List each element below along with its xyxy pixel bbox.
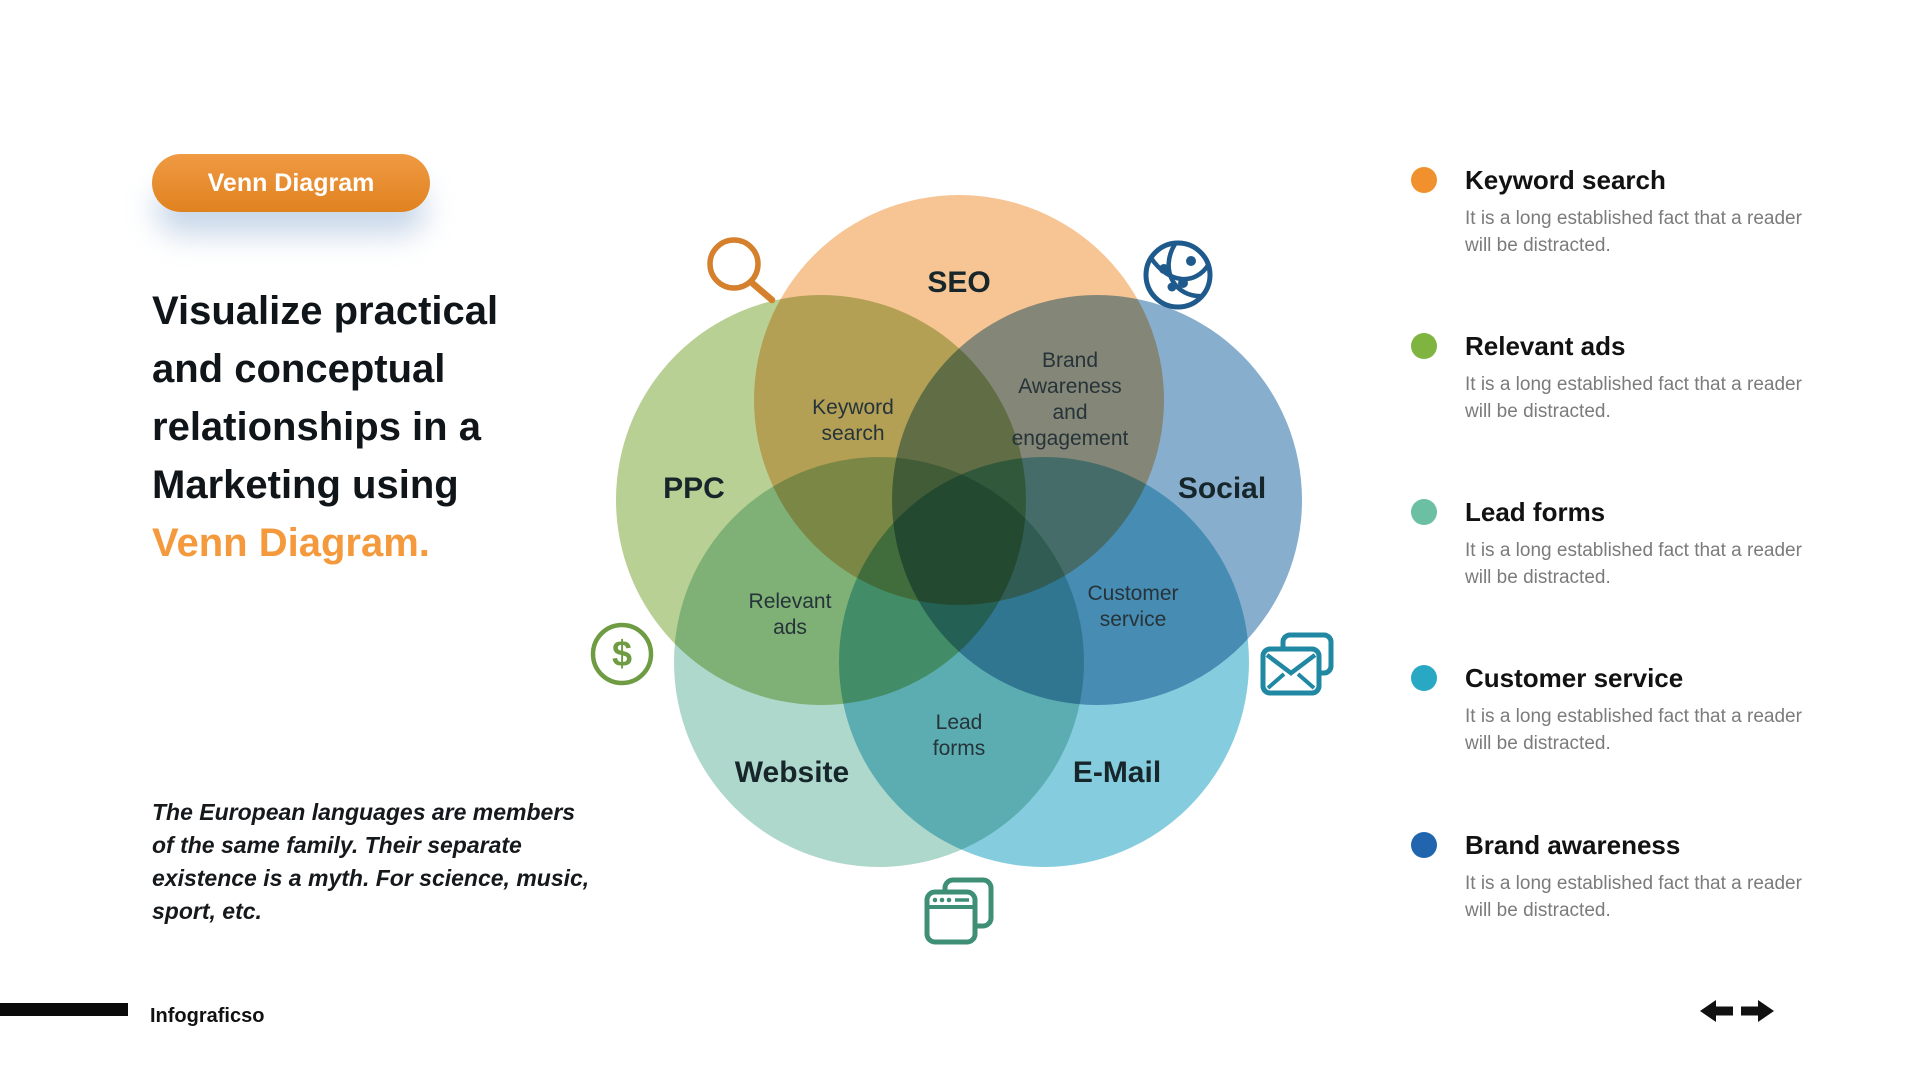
- title-line: Marketing using: [152, 463, 459, 507]
- title-line: Visualize practical: [152, 289, 499, 333]
- legend-item-customer-service: Customer service It is a long establishe…: [1411, 663, 1825, 757]
- legend-item-relevant-ads: Relevant ads It is a long established fa…: [1411, 331, 1825, 425]
- venn-diagram-badge: Venn Diagram: [152, 154, 430, 212]
- arrow-right-icon: [1741, 1000, 1774, 1027]
- legend-desc: It is a long established fact that a rea…: [1465, 706, 1802, 754]
- paragraph-line: The European languages are members: [152, 799, 576, 825]
- footer-accent-bar: [0, 1003, 128, 1016]
- title-line: and conceptual: [152, 347, 446, 391]
- search-icon: [700, 233, 782, 315]
- circle-label-ppc: PPC: [663, 472, 725, 505]
- legend-title: Relevant ads: [1465, 331, 1626, 361]
- mail-icon: [1257, 632, 1337, 700]
- nav-prev-button[interactable]: [1700, 999, 1733, 1023]
- circle-label-email: E-Mail: [1072, 756, 1162, 789]
- browser-icon: [921, 876, 997, 952]
- legend-title: Lead forms: [1465, 497, 1606, 527]
- overlap-label-lead-forms: Lead forms: [932, 711, 986, 760]
- svg-text:$: $: [612, 633, 632, 674]
- legend-dot: [1411, 333, 1437, 359]
- venn-circle-email: [839, 457, 1249, 867]
- brand-text: Infograficso: [150, 1005, 265, 1027]
- overlap-label-relevant-ads: Relevant ads: [748, 590, 832, 639]
- paragraph-line: of the same family. Their separate: [152, 832, 522, 858]
- circle-label-social: Social: [1177, 472, 1267, 505]
- nav-next-button[interactable]: [1741, 999, 1774, 1023]
- page-title: Visualize practical and conceptual relat…: [152, 282, 498, 572]
- legend-dot: [1411, 665, 1437, 691]
- legend-desc: It is a long established fact that a rea…: [1465, 873, 1802, 921]
- circle-label-seo: SEO: [927, 266, 991, 299]
- legend-desc: It is a long established fact that a rea…: [1465, 208, 1802, 256]
- legend-title: Keyword search: [1465, 165, 1666, 195]
- globe-icon: [1139, 236, 1217, 314]
- description-paragraph: The European languages are members of th…: [152, 796, 589, 928]
- title-line: relationships in a: [152, 405, 481, 449]
- legend-desc: It is a long established fact that a rea…: [1465, 374, 1802, 422]
- legend-item-brand-awareness: Brand awareness It is a long established…: [1411, 830, 1825, 924]
- badge-label: Venn Diagram: [207, 168, 375, 197]
- legend-desc: It is a long established fact that a rea…: [1465, 540, 1802, 588]
- circle-label-website: Website: [734, 756, 850, 789]
- overlap-label-customer-service: Customer service: [1087, 582, 1179, 631]
- overlap-label-keyword-search: Keyword search: [812, 396, 894, 445]
- legend-title: Customer service: [1465, 663, 1684, 693]
- legend-dot: [1411, 832, 1437, 858]
- legend-item-lead-forms: Lead forms It is a long established fact…: [1411, 497, 1825, 591]
- legend-item-keyword-search: Keyword search It is a long established …: [1411, 165, 1825, 259]
- legend-dot: [1411, 499, 1437, 525]
- overlap-label-brand-awareness: Brand Awareness and engagement: [1011, 349, 1129, 450]
- arrow-left-icon: [1700, 1000, 1733, 1027]
- paragraph-line: sport, etc.: [152, 898, 262, 924]
- legend-dot: [1411, 167, 1437, 193]
- legend-title: Brand awareness: [1465, 830, 1681, 860]
- paragraph-line: existence is a myth. For science, music,: [152, 865, 590, 891]
- dollar-icon: $: [588, 620, 656, 688]
- title-accent-line: Venn Diagram.: [152, 521, 430, 565]
